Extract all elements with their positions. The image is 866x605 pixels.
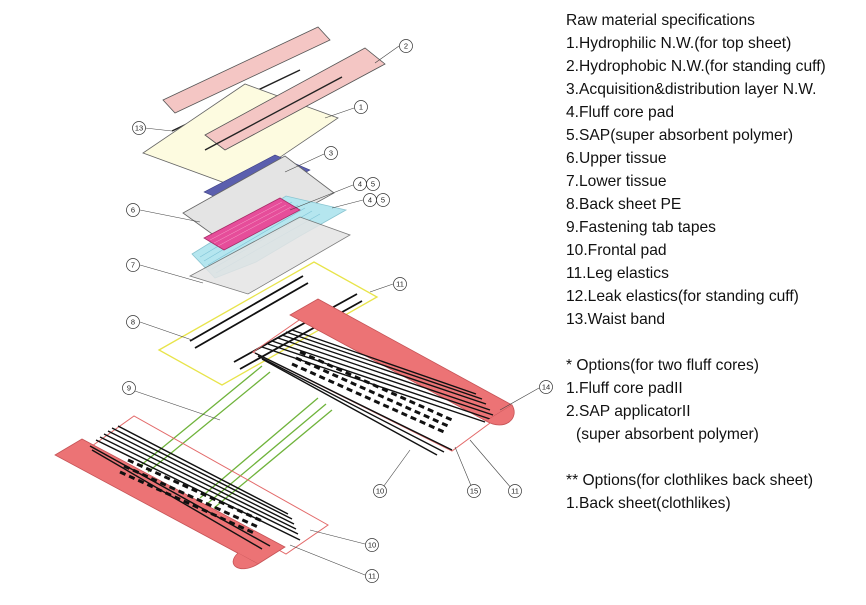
callout-3: 3 <box>324 146 338 160</box>
spec-item: 8.Back sheet PE <box>566 196 682 213</box>
spec-item: 6.Upper tissue <box>566 150 667 167</box>
callout-10-left: 10 <box>365 538 379 552</box>
spec-item: 7.Lower tissue <box>566 173 667 190</box>
svg-text:4: 4 <box>358 180 362 189</box>
svg-text:10: 10 <box>368 541 376 550</box>
svg-text:6: 6 <box>131 206 135 215</box>
fluff-core-magenta <box>203 197 301 251</box>
spec-item: 4.Fluff core pad <box>566 104 675 121</box>
spacer <box>566 446 864 469</box>
callout-11-right: 11 <box>508 484 522 498</box>
svg-text:11: 11 <box>511 487 519 496</box>
callout-4-5-lower: 4 5 <box>363 193 390 207</box>
left-waist-band <box>54 438 286 565</box>
svg-text:13: 13 <box>135 124 143 133</box>
options-item: (super absorbent polymer) <box>576 426 759 443</box>
spec-item: 9.Fastening tab tapes <box>566 219 716 236</box>
svg-text:14: 14 <box>542 383 550 392</box>
svg-text:11: 11 <box>396 280 404 289</box>
leg-elastic-line <box>189 275 304 342</box>
svg-text:7: 7 <box>131 261 135 270</box>
core-magenta-pattern <box>209 201 292 247</box>
callout-8: 8 <box>126 315 140 329</box>
spec-item: 10.Frontal pad <box>566 242 667 259</box>
svg-text:10: 10 <box>376 487 384 496</box>
spec-panel: Raw material specifications 1.Hydrophili… <box>566 9 864 515</box>
svg-text:5: 5 <box>381 196 385 205</box>
svg-text:15: 15 <box>470 487 478 496</box>
left-band-curl <box>232 552 259 570</box>
callout-6: 6 <box>126 203 140 217</box>
options-item: 2.SAP applicatorII <box>566 403 691 420</box>
callout-11-left: 11 <box>365 569 379 583</box>
right-band-curl <box>485 404 515 426</box>
standing-cuff-strip-left <box>162 26 331 114</box>
back-sheet-pe <box>157 261 379 386</box>
spec-title: Raw material specifications <box>566 12 755 29</box>
callout-9: 9 <box>122 381 136 395</box>
spec-item: 1.Hydrophilic N.W.(for top sheet) <box>566 35 792 52</box>
svg-text:2: 2 <box>404 42 408 51</box>
spec-item: 12.Leak elastics(for standing cuff) <box>566 288 799 305</box>
callout-15: 15 <box>467 484 481 498</box>
callout-7: 7 <box>126 258 140 272</box>
callout-13: 13 <box>132 121 146 135</box>
callout-2: 2 <box>399 39 413 53</box>
svg-text:1: 1 <box>359 103 363 112</box>
svg-text:11: 11 <box>368 572 376 581</box>
diaper-exploded-diagram: 2 13 1 3 4 5 6 4 5 7 11 8 9 <box>54 26 553 583</box>
options2-item: 1.Back sheet(clothlikes) <box>566 495 731 512</box>
callout-14: 14 <box>539 380 553 394</box>
leg-elastic-line <box>194 282 309 349</box>
svg-text:9: 9 <box>127 384 131 393</box>
options-item: 1.Fluff core padII <box>566 380 683 397</box>
callout-4-5-upper: 4 5 <box>353 177 380 191</box>
left-frontal-dashes <box>119 458 263 535</box>
svg-text:4: 4 <box>368 196 372 205</box>
spec-item: 11.Leg elastics <box>566 265 669 282</box>
spec-item: 13.Waist band <box>566 311 666 328</box>
callout-10-right: 10 <box>373 484 387 498</box>
callout-11-top: 11 <box>393 277 407 291</box>
svg-text:5: 5 <box>371 180 375 189</box>
spacer <box>566 331 864 354</box>
leak-elastic-line <box>204 76 343 151</box>
right-frontal-dashes <box>291 350 453 434</box>
svg-text:8: 8 <box>131 318 135 327</box>
standing-cuff-strip-right <box>204 47 386 151</box>
right-waist-band <box>289 298 513 422</box>
callout-leaders <box>131 45 540 576</box>
options2-title: ** Options(for clothlikes back sheet) <box>566 472 814 489</box>
spec-item: 3.Acquisition&distribution layer N.W. <box>566 81 817 98</box>
spec-item: 2.Hydrophobic N.W.(for standing cuff) <box>566 58 826 75</box>
options-title: * Options(for two fluff cores) <box>566 357 759 374</box>
fastening-tab-lines <box>139 365 333 509</box>
callout-1: 1 <box>354 100 368 114</box>
svg-text:3: 3 <box>329 149 333 158</box>
spec-item: 5.SAP(super absorbent polymer) <box>566 127 794 144</box>
lower-tissue <box>188 216 351 295</box>
